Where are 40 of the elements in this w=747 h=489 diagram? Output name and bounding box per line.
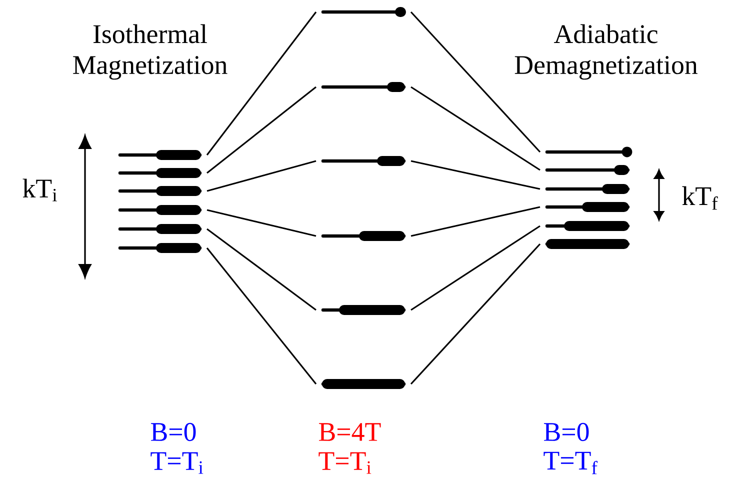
energy-level [321,7,406,17]
transition-line [206,248,317,384]
energy-level [118,243,202,253]
condition-label: T=T$_{f}$ [544,452,598,474]
energy-level [321,379,406,389]
energy-level [118,224,202,234]
transition-line [206,86,316,174]
energy-label: kT$_{i}$ [22,178,57,202]
energy-level [321,82,406,92]
energy-level [321,305,406,315]
energy-level [321,156,406,166]
energy-label: kT$_{f}$ [682,186,718,210]
condition-label: T=T$_{i}$ [318,452,372,474]
condition-label: B=4T [318,423,381,441]
energy-level [118,186,202,196]
transition-line [410,243,541,385]
energy-level [118,150,202,160]
transition-line [410,86,540,171]
condition-label: B=0 [544,422,589,442]
energy-level [118,168,202,178]
transition-line [206,160,316,192]
energy-level [321,231,406,241]
energy-level [545,184,630,194]
transition-line [206,228,316,311]
energy-level [118,205,202,215]
energy-level [545,202,630,212]
energy-level [545,221,630,231]
transition-line [410,225,540,311]
transition-line [410,160,540,190]
transition-line [206,209,316,237]
condition-label: T=T$_{i}$ [150,452,204,474]
heading: Adiabatic Demagnetization [514,24,698,80]
transition-line [206,12,317,156]
transition-line [410,11,541,153]
condition-label: B=0 [151,422,196,442]
energy-level [545,146,632,158]
energy-level [545,165,630,175]
energy-level [545,239,630,249]
transition-line [410,206,540,237]
heading: Isothermal Magnetization [73,24,228,80]
